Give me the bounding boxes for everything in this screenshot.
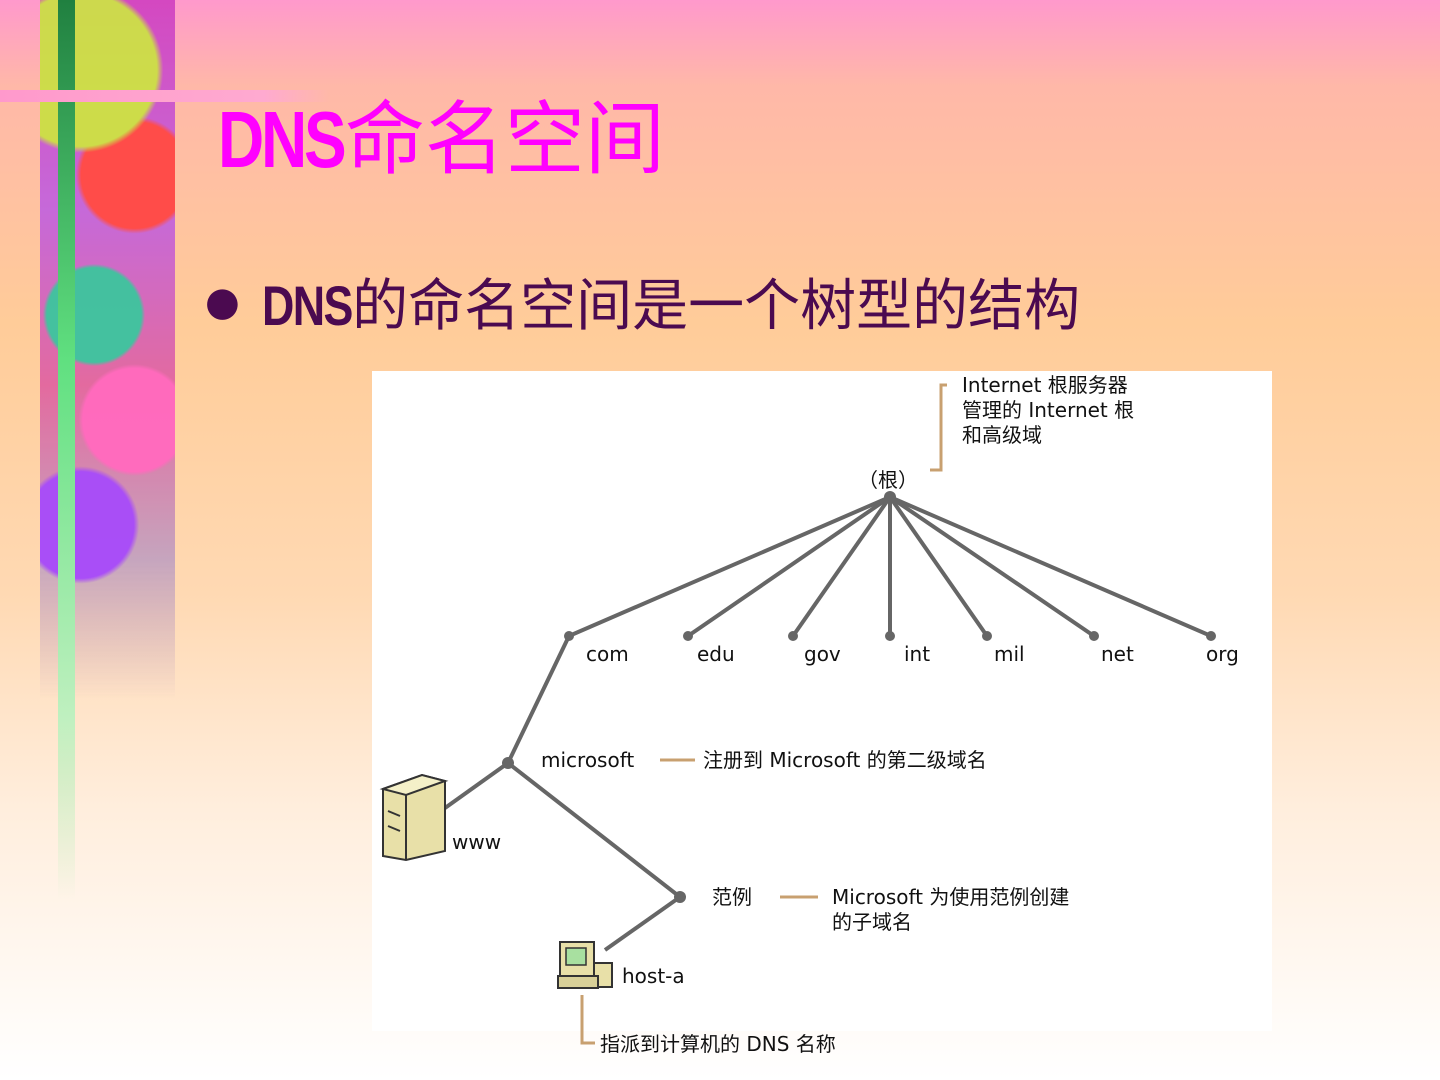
tld-label: com [586, 642, 629, 666]
edge-host [603, 895, 682, 952]
server-icon [379, 773, 449, 862]
bullet-dot-icon: ● [205, 279, 240, 325]
bullet-cjk: 的命名空间是一个树型的结构 [352, 274, 1081, 339]
edge-edu [686, 495, 892, 638]
diagram-background [372, 371, 1272, 1031]
edge-www [443, 761, 510, 810]
edge-com [568, 495, 891, 638]
node-org [1206, 631, 1216, 641]
edge-gov [791, 495, 892, 638]
tld-label: int [904, 642, 930, 666]
slide-title: DNS命名空间 [218, 100, 665, 180]
subdomain-note-line: Microsoft 为使用范例创建 [832, 885, 1069, 909]
title-latin: DNS [218, 95, 347, 184]
root-note-line: 管理的 Internet 根 [962, 398, 1134, 422]
decorative-green-bar [58, 0, 75, 900]
edge-net [888, 495, 1096, 638]
root-label: （根） [858, 468, 918, 492]
tld-label: mil [994, 642, 1025, 666]
root-note-leader [930, 383, 947, 472]
tld-label: org [1206, 642, 1239, 666]
node-mil [982, 631, 992, 641]
microsoft-node [502, 757, 514, 769]
root-node [884, 491, 896, 503]
node-gov [788, 631, 798, 641]
subdomain-node [674, 891, 686, 903]
second-level-note: 注册到 Microsoft 的第二级域名 [703, 748, 987, 772]
host-label: host-a [622, 964, 685, 988]
subdomain-note-line: 的子域名 [832, 910, 912, 934]
root-note-line: Internet 根服务器 [962, 373, 1128, 397]
edge-mil [888, 495, 989, 638]
title-cjk: 命名空间 [344, 93, 665, 186]
tld-label: net [1101, 642, 1134, 666]
decorative-pink-line [0, 90, 330, 102]
root-note-line: 和高级域 [962, 423, 1042, 447]
server-label: www [452, 830, 501, 854]
bullet-point: ●DNS的命名空间是一个树型的结构 [205, 278, 1080, 335]
tld-nodes [564, 631, 1216, 641]
edge-org [889, 495, 1212, 638]
host-note: 指派到计算机的 DNS 名称 [600, 1032, 836, 1056]
second-level-label: microsoft [541, 748, 634, 772]
subdomain-label: 范例 [712, 885, 752, 909]
node-int [885, 631, 895, 641]
tld-label: edu [697, 642, 735, 666]
edge-microsoft [506, 635, 571, 764]
computer-icon [557, 941, 613, 989]
edge-subdomain [506, 761, 682, 899]
host-note-leader [580, 995, 595, 1045]
node-net [1089, 631, 1099, 641]
tld-label: gov [804, 642, 841, 666]
bullet-latin: DNS [261, 274, 353, 337]
node-edu [683, 631, 693, 641]
tld-edges [568, 495, 1212, 638]
dns-tree-diagram: Internet 根服务器 管理的 Internet 根 和高级域 （根） co… [379, 373, 1239, 1056]
